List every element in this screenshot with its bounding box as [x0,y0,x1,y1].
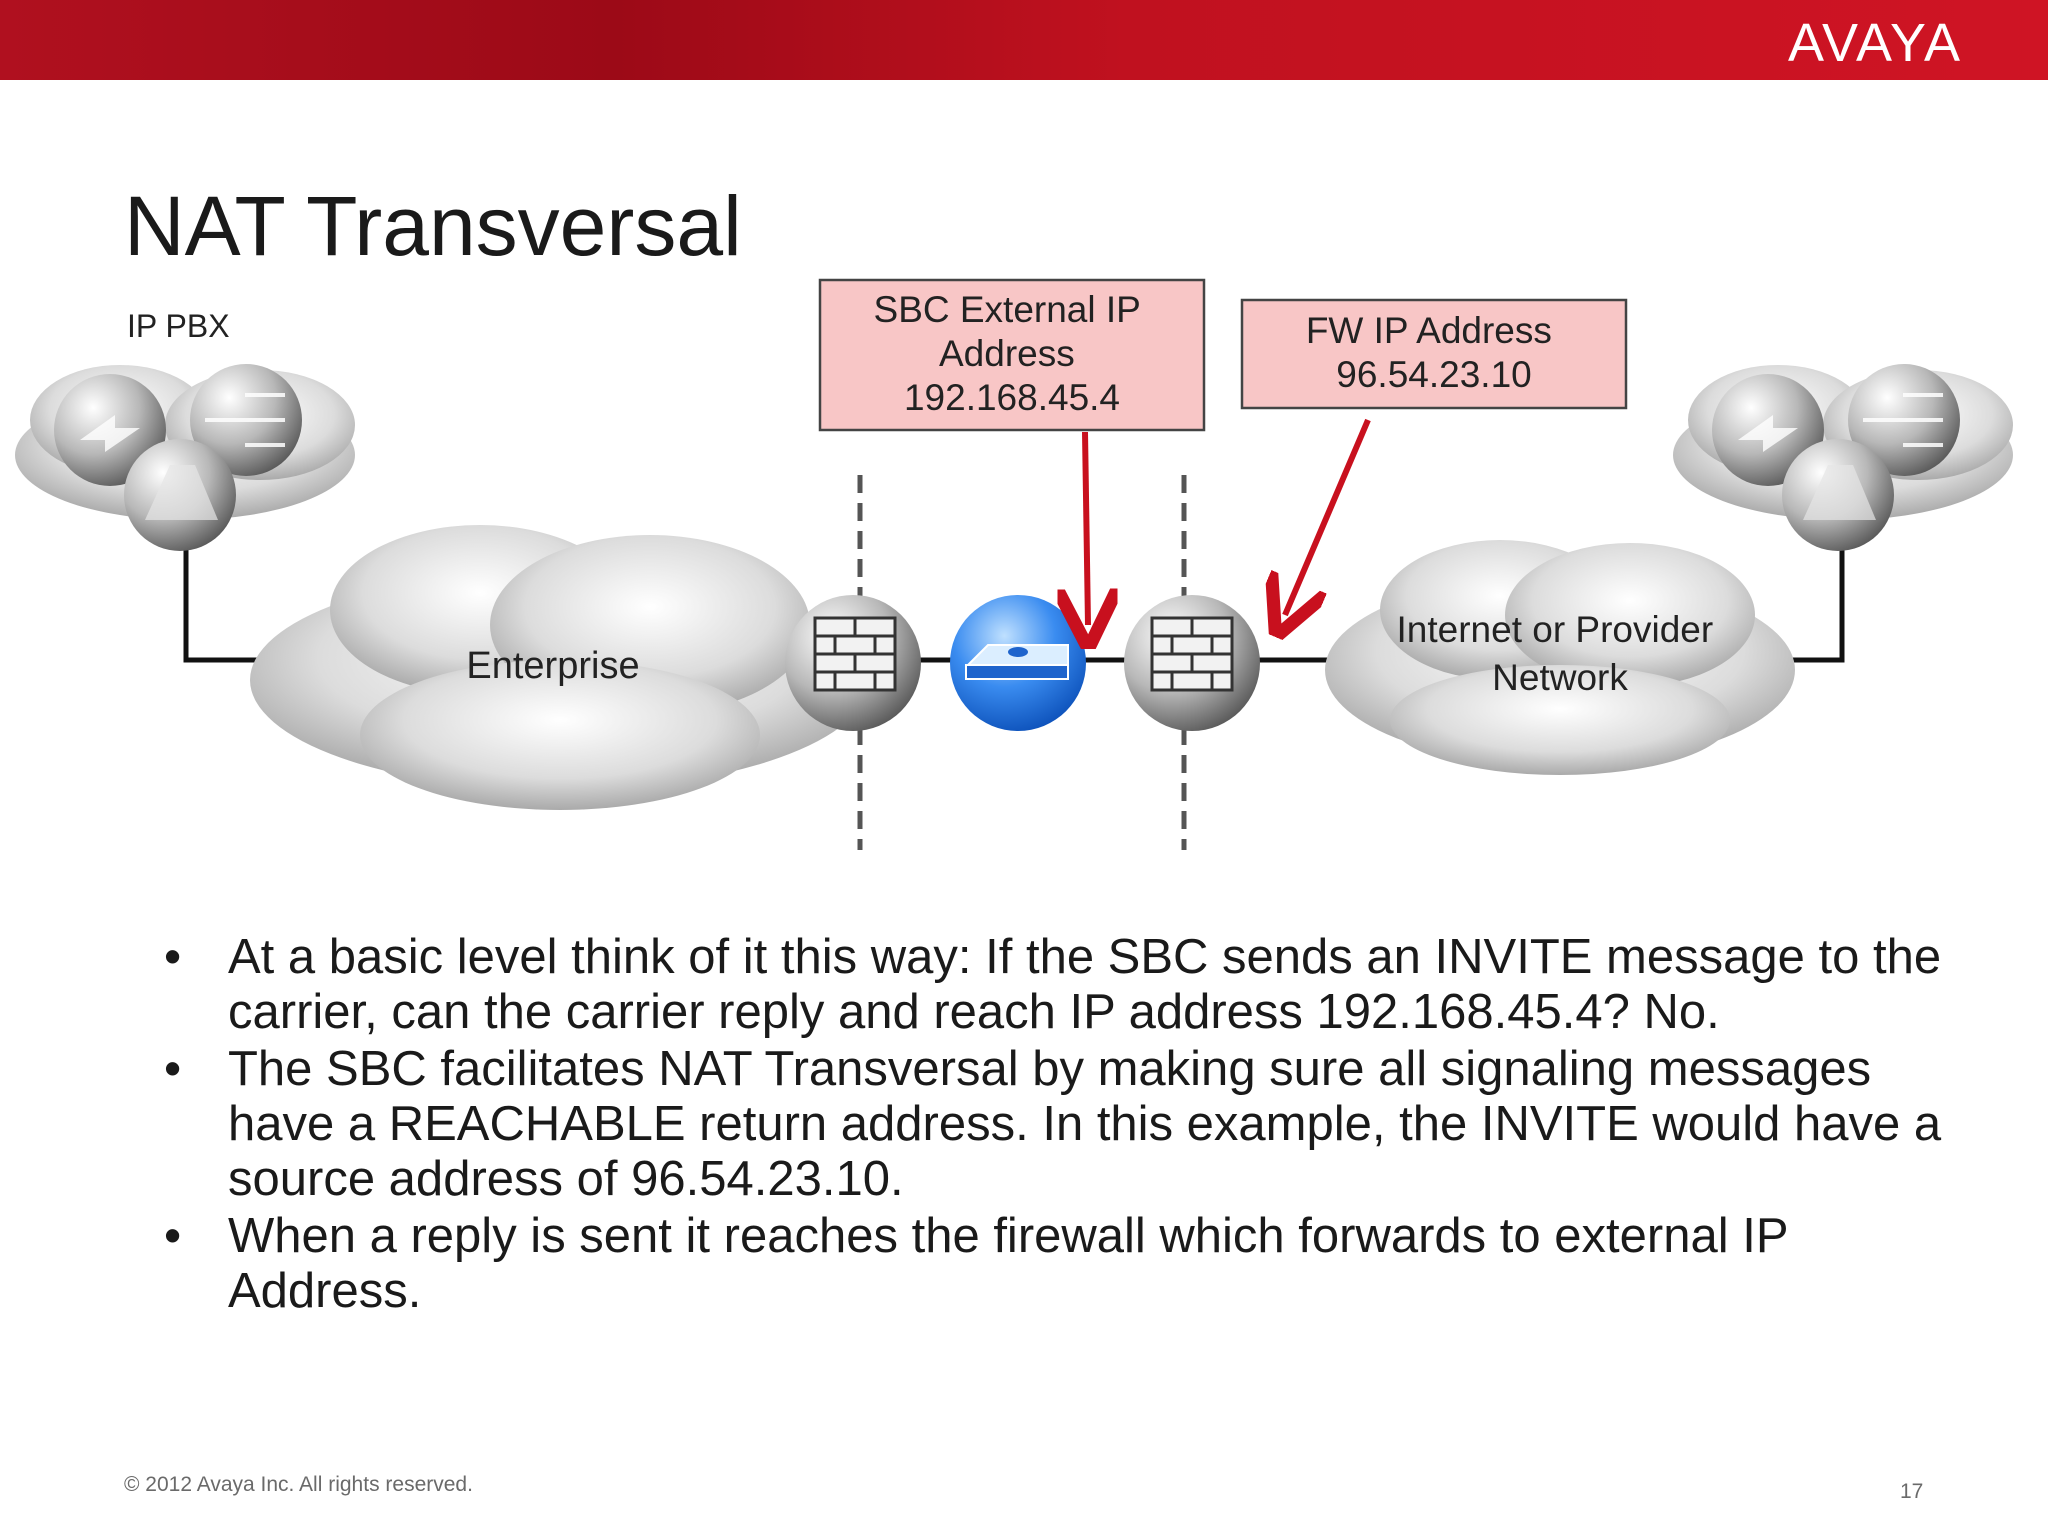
sbc-callout-line-3: 192.168.45.4 [904,377,1120,418]
firewall-icon-inner [785,595,921,731]
ip-pbx-label: IP PBX [127,308,230,344]
sbc-icon [950,595,1086,731]
network-diagram: Enterprise Internet or Provider Network [15,278,2013,850]
provider-cloud [1325,540,1795,775]
fw-arrow [1285,418,1371,615]
bullet-item: • The SBC facilitates NAT Transversal by … [164,1042,1944,1207]
bullet-marker: • [164,930,182,984]
header-bar: AVAYA [0,0,2048,80]
fw-callout-line-2: 96.54.23.10 [1336,354,1531,395]
bullet-marker: • [164,1209,182,1263]
provider-label-line-1: Internet or Provider [1397,609,1714,650]
slide-title: NAT Transversal [124,179,742,273]
avaya-logo: AVAYA [1787,13,1962,73]
bullet-text: The SBC facilitates NAT Transversal by m… [228,1042,1942,1206]
sbc-arrow [1085,431,1088,625]
provider-label: Internet or Provider Network [1397,609,1724,698]
sbc-callout-line-1: SBC External IP [874,289,1141,330]
bullet-marker: • [164,1042,182,1096]
sbc-ip-callout: SBC External IP Address 192.168.45.4 [818,278,1206,432]
page-number: 17 [1900,1480,1924,1503]
ip-pbx-cloud [15,364,355,551]
enterprise-cloud [250,525,870,810]
provider-label-line-2: Network [1492,657,1628,698]
fw-ip-callout: FW IP Address 96.54.23.10 [1240,298,1628,410]
bullet-text: At a basic level think of it this way: I… [228,930,1942,1039]
enterprise-label: Enterprise [466,645,639,687]
bullet-item: • When a reply is sent it reaches the fir… [164,1209,1944,1319]
svg-text:SBC External IP Address: SBC External IP Address 192.168.45.4 [874,289,1151,418]
remote-pbx-cloud [1673,364,2013,551]
firewall-icon-outer [1124,595,1260,731]
bullet-text: When a reply is sent it reaches the fire… [228,1209,1788,1318]
bullet-item: • At a basic level think of it this way: … [164,930,1944,1040]
svg-text:FW IP Address 96.54.23.1: FW IP Address 96.54.23.10 [1306,310,1562,395]
sbc-callout-line-2: Address [939,333,1075,374]
bullet-list: • At a basic level think of it this way: … [164,930,1944,1321]
fw-callout-line-1: FW IP Address [1306,310,1552,351]
copyright-text: © 2012 Avaya Inc. All rights reserved. [124,1473,473,1496]
